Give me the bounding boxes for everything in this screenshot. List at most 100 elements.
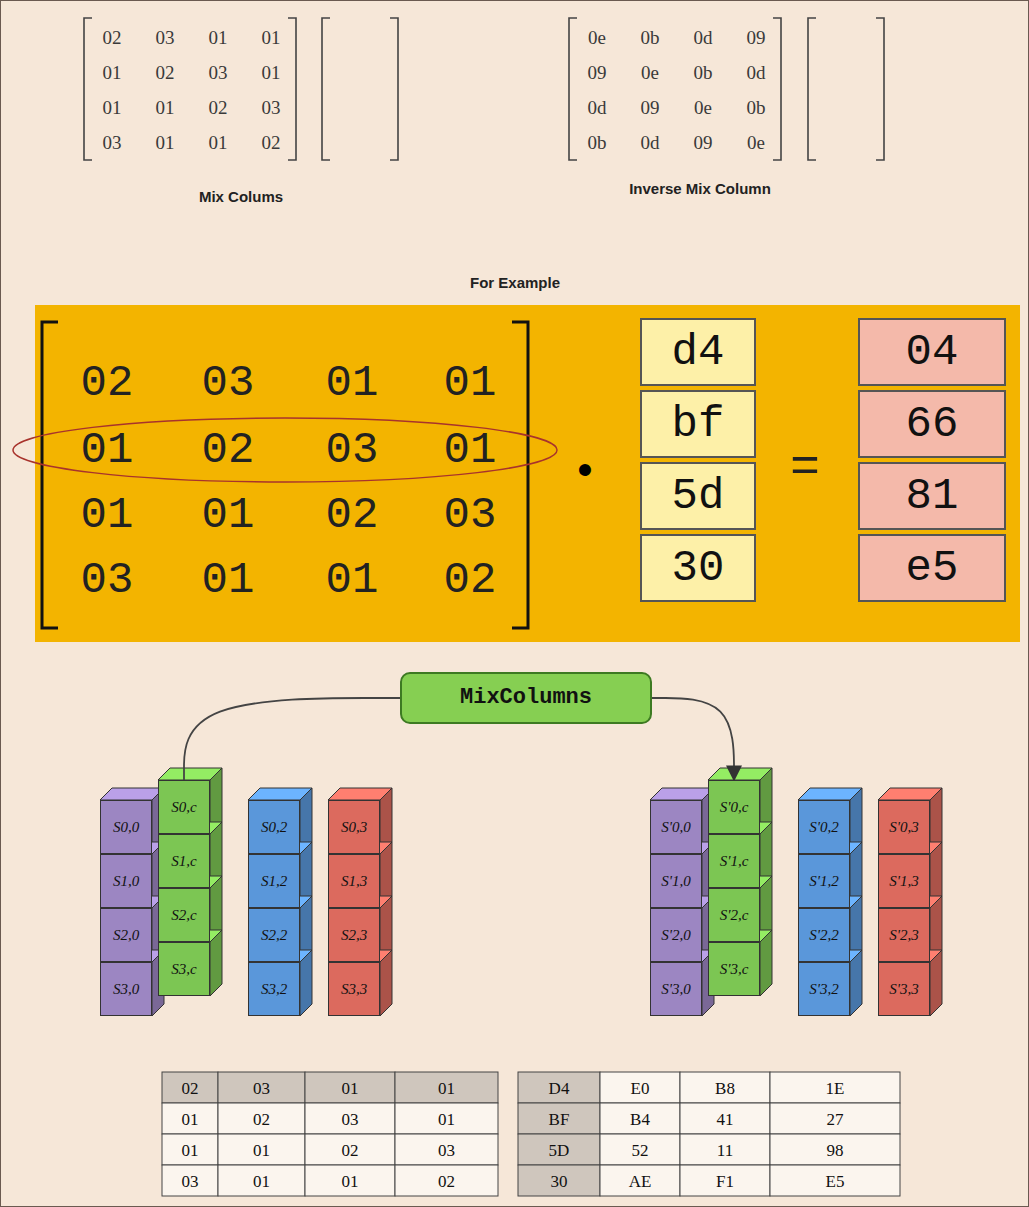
operation-box: MixColumns <box>400 672 652 724</box>
table-cell <box>680 1134 770 1165</box>
matrix-entry: 01 <box>209 133 228 152</box>
matrix-entry: 01 <box>202 558 255 602</box>
table-cell <box>770 1103 900 1134</box>
table-cell-text: 01 <box>342 1079 359 1096</box>
table-cell <box>218 1165 305 1196</box>
state-cube: S'2,3 <box>878 908 930 962</box>
matrix-entry: 09 <box>694 133 713 152</box>
matrix-entry: 02 <box>202 428 255 472</box>
matrix-entry: 03 <box>103 133 122 152</box>
matrix-entry: 03 <box>444 493 497 537</box>
cube-side-face <box>210 930 222 996</box>
matrix-entry: 01 <box>262 63 281 82</box>
table-cell-text: 03 <box>342 1110 359 1127</box>
table-cell-text: 98 <box>827 1141 844 1158</box>
table-cell-text: 01 <box>253 1172 270 1189</box>
node-text: S'0,2 <box>809 819 838 836</box>
state-cube: S'1,2 <box>798 854 850 908</box>
matrix-entry: 01 <box>81 428 134 472</box>
matrix-entry: 01 <box>103 98 122 117</box>
example-band <box>35 305 1020 642</box>
table-cell-text: 02 <box>438 1172 455 1189</box>
dot-operator: • <box>577 448 592 492</box>
table-cell <box>518 1103 600 1134</box>
table-cell-text: 03 <box>438 1141 455 1158</box>
state-cube: S3,0 <box>100 962 152 1016</box>
node-text: S3,3 <box>341 981 367 998</box>
table-cell-text: B8 <box>715 1079 735 1096</box>
matrix-entry: 02 <box>326 493 379 537</box>
node-text: 04 <box>906 328 959 376</box>
matrix-entry: 0b <box>588 133 607 152</box>
table-cell-text: 02 <box>182 1079 199 1096</box>
matrix-entry: 02 <box>156 63 175 82</box>
table-cell <box>600 1072 680 1103</box>
matrix-entry: 0e <box>641 63 659 82</box>
matrix-entry: 09 <box>588 63 607 82</box>
node-text: 5d <box>672 472 725 520</box>
matrix-entry: 01 <box>103 63 122 82</box>
node-text: S1,3 <box>341 873 367 890</box>
state-cube: S'3,2 <box>798 962 850 1016</box>
state-cube: S2,3 <box>328 908 380 962</box>
table-cell <box>218 1103 305 1134</box>
table-cell-text: 01 <box>438 1079 455 1096</box>
matrix-caption: Mix Colums <box>199 189 283 204</box>
matrix-entry: 02 <box>103 28 122 47</box>
matrix-bracket <box>42 322 58 628</box>
node-text: S1,c <box>171 853 196 870</box>
matrix-bracket <box>773 18 781 160</box>
state-byte-box: 30 <box>640 534 756 602</box>
cube-side-face <box>300 950 312 1016</box>
table-cell-text: D4 <box>549 1079 570 1096</box>
matrix-entry: 03 <box>81 558 134 602</box>
node-text: S'3,c <box>720 961 749 978</box>
result-byte-box: 81 <box>858 462 1006 530</box>
table-cell-text: E5 <box>826 1172 845 1189</box>
result-byte-box: 66 <box>858 390 1006 458</box>
table-cell <box>305 1165 395 1196</box>
node-text: e5 <box>906 544 959 592</box>
state-cube: S1,2 <box>248 854 300 908</box>
matrix-entry: 02 <box>262 133 281 152</box>
table-cell-text: F1 <box>716 1172 734 1189</box>
table-cell <box>518 1072 600 1103</box>
table-cell <box>518 1165 600 1196</box>
matrix-entry: 03 <box>326 428 379 472</box>
node-text: S0,3 <box>341 819 367 836</box>
state-cube: S'0,c <box>708 780 760 834</box>
table-cell <box>770 1072 900 1103</box>
table-cell <box>162 1165 218 1196</box>
table-cell-text: 27 <box>827 1110 844 1127</box>
node-text: 81 <box>906 472 959 520</box>
matrix-entry: 0d <box>694 28 713 47</box>
node-text: bf <box>672 400 725 448</box>
state-cube: S'0,0 <box>650 800 702 854</box>
table-cell <box>770 1134 900 1165</box>
table-cell <box>600 1134 680 1165</box>
matrix-entry: 0b <box>641 28 660 47</box>
table-cell-text: AE <box>629 1172 652 1189</box>
matrix-entry: 01 <box>209 28 228 47</box>
node-text: S0,c <box>171 799 196 816</box>
node-text: S'3,2 <box>809 981 838 998</box>
state-cube: S'0,3 <box>878 800 930 854</box>
table-cell-text: 01 <box>253 1141 270 1158</box>
state-byte-box: bf <box>640 390 756 458</box>
matrix-entry: 0e <box>694 98 712 117</box>
state-cube: S3,3 <box>328 962 380 1016</box>
node-text: 30 <box>672 544 725 592</box>
matrix-entry: 03 <box>202 361 255 405</box>
matrix-entry: 03 <box>262 98 281 117</box>
node-text: S0,0 <box>113 819 139 836</box>
matrix-bracket <box>512 322 528 628</box>
matrix-bracket <box>288 18 296 160</box>
result-byte-box: e5 <box>858 534 1006 602</box>
matrix-entry: 01 <box>202 493 255 537</box>
matrix-entry: 02 <box>209 98 228 117</box>
node-text: MixColumns <box>460 686 592 710</box>
table-cell <box>395 1103 498 1134</box>
